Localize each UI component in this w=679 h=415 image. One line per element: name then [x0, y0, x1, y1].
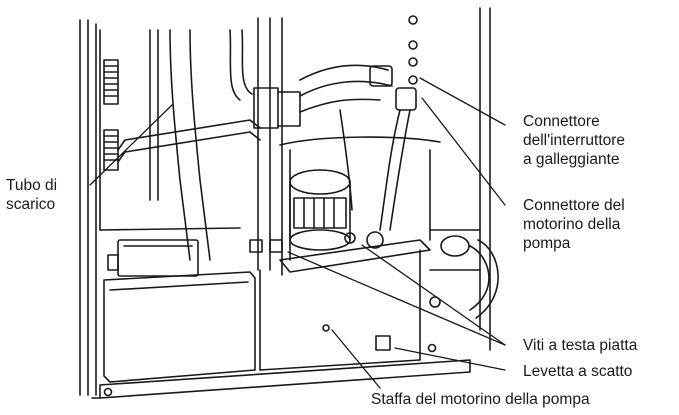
label-line: Connettore del — [523, 197, 625, 214]
label-line: scarico — [6, 196, 56, 213]
pump-motor — [279, 136, 441, 261]
label-staffa: Staffa del motorino della pompa — [371, 391, 590, 408]
wiring-harness — [299, 15, 418, 231]
central-bracket — [249, 17, 301, 276]
drain-tube — [117, 29, 261, 261]
label-line: Tubo di — [6, 177, 58, 194]
left-panel — [99, 29, 241, 271]
label-viti: Viti a testa piatta — [523, 337, 638, 354]
cabinet-frame — [79, 7, 491, 399]
label-line: motorino della — [523, 216, 621, 233]
label-line: pompa — [523, 235, 571, 252]
label-line: dell'interruttore — [523, 132, 626, 149]
label-connettore-interruttore: Connettore dell'interruttore a galleggia… — [523, 112, 625, 169]
label-tubo-di-scarico: Tubo di scarico — [6, 176, 57, 214]
right-valve — [429, 229, 499, 319]
pump-bracket — [259, 239, 431, 371]
water-tray — [103, 239, 256, 383]
leader-lines — [89, 77, 506, 389]
label-line: a galleggiante — [523, 151, 620, 168]
label-connettore-motorino: Connettore del motorino della pompa — [523, 196, 625, 253]
label-line: Connettore — [523, 113, 600, 130]
label-levetta: Levetta a scatto — [523, 363, 633, 380]
